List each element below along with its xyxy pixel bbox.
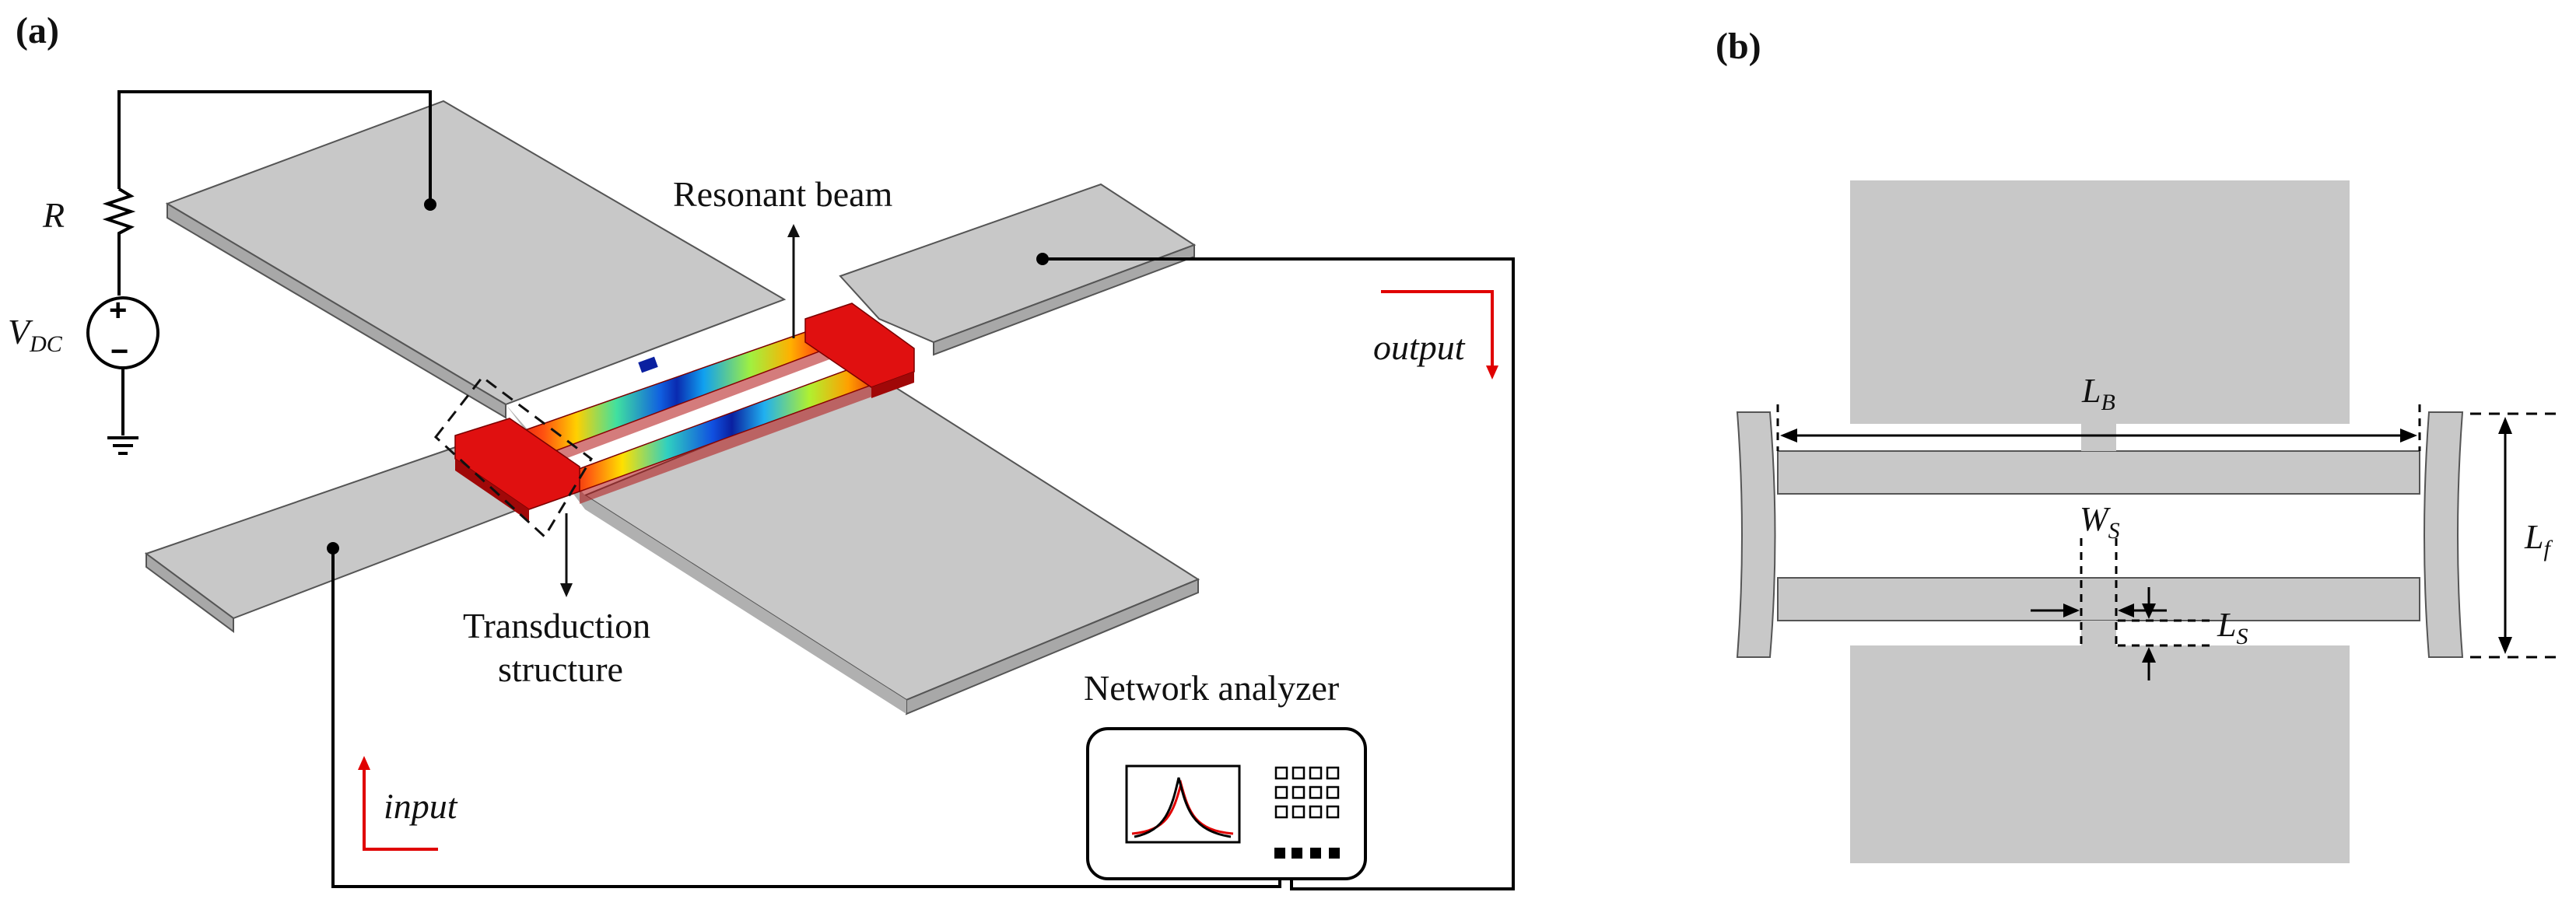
panel-a: (a) (8, 10, 1515, 890)
support-length-dimension (2118, 587, 2213, 680)
right-end-frame (2424, 411, 2464, 658)
network-analyzer: Network analyzer (1084, 668, 1367, 880)
resonant-beam-label: Resonant beam (673, 174, 893, 214)
resistor-label: R (42, 195, 65, 235)
bottom-electrode (1850, 645, 2350, 863)
panel-b-label: (b) (1716, 26, 1761, 67)
transduction-label-line1: Transduction (463, 606, 650, 645)
bottom-support (2081, 621, 2116, 645)
analyzer-ports (1274, 848, 1340, 859)
panel-a-label: (a) (16, 10, 59, 51)
analyzer-screen (1125, 764, 1241, 844)
beam-length-label: LB (2081, 372, 2115, 415)
left-end-frame (1736, 411, 1776, 658)
transduction-label-line2: structure (498, 649, 623, 689)
lower-beam (1777, 577, 2420, 621)
panel-b: (b) LB Lf (1716, 26, 2556, 863)
resistor-symbol (102, 187, 136, 296)
frame-length-dimension (2470, 412, 2556, 659)
support-length-label: LS (2217, 606, 2248, 649)
output-pad (839, 183, 1197, 356)
frame-length-label: Lf (2524, 518, 2553, 561)
output-label: output (1373, 327, 1466, 367)
vdc-label: VDC (8, 312, 63, 357)
beam-length-dimension (1776, 404, 2421, 451)
support-width-label: WS (2080, 500, 2120, 544)
analyzer-keypad (1274, 766, 1340, 819)
input-label: input (384, 786, 458, 826)
output-signal-arrow (1381, 290, 1498, 380)
source-minus-sign: − (110, 334, 128, 369)
upper-beam (1777, 450, 2420, 495)
dc-bias-circuit: R + − VDC (8, 90, 436, 455)
top-support (2081, 424, 2116, 451)
transduction-structure-box (433, 375, 593, 539)
network-analyzer-label: Network analyzer (1084, 668, 1339, 708)
ground-symbol (107, 436, 138, 455)
input-signal-arrow (358, 756, 438, 851)
top-electrode (1850, 180, 2350, 424)
resonance-curve-black (1134, 777, 1232, 838)
source-plus-sign: + (109, 293, 127, 327)
